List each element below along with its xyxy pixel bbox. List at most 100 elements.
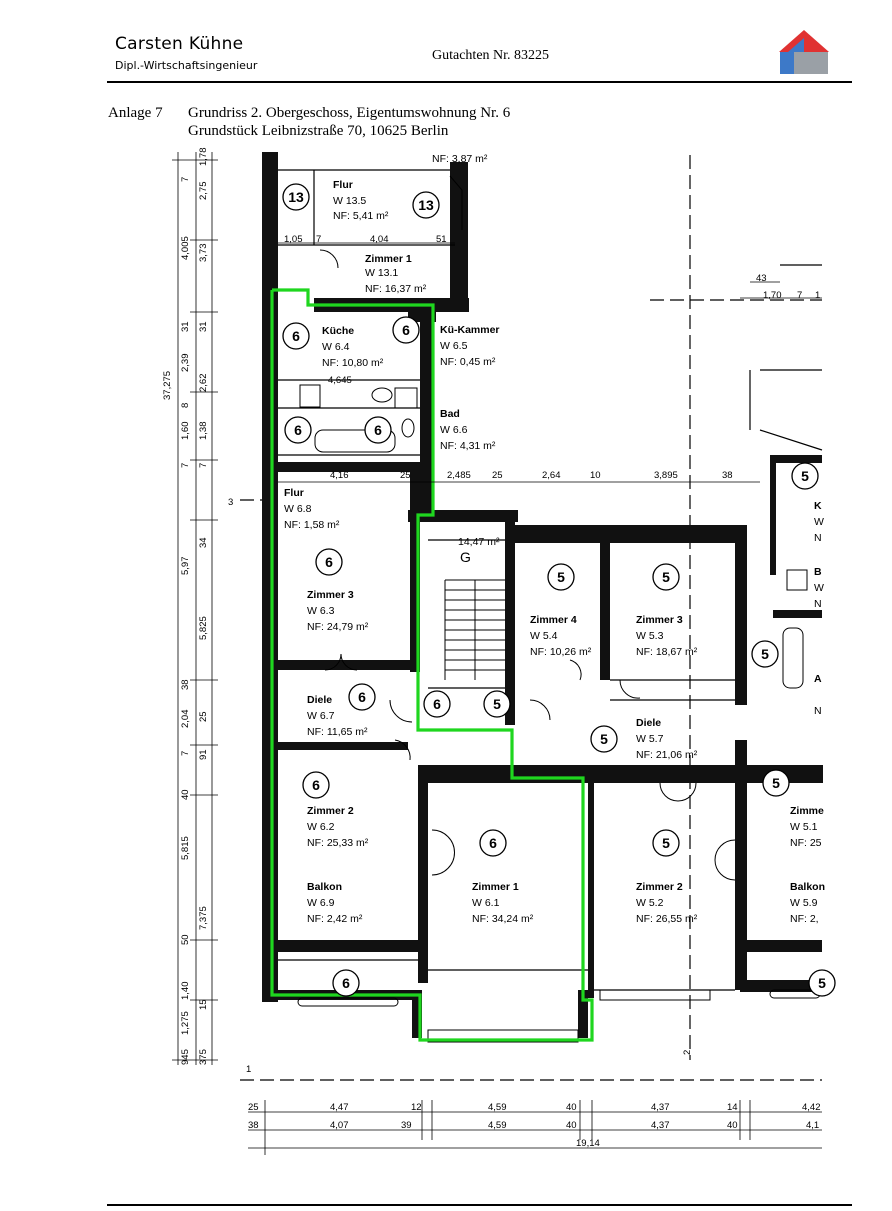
- door-swings: [319, 249, 736, 881]
- room-name: Flur: [284, 487, 304, 499]
- unit-marker: 6: [332, 969, 360, 997]
- room-area: NF: 0,45 m²: [440, 356, 496, 368]
- dimension-value: 4,1: [806, 1120, 819, 1131]
- svg-text:6: 6: [402, 322, 410, 338]
- room-number: W: [814, 582, 824, 594]
- unit-marker: 6: [284, 416, 312, 444]
- room-name: Zimmer 1: [365, 253, 412, 265]
- stair-area: 14,47 m²: [458, 536, 500, 548]
- annex-address: Grundstück Leibnizstraße 70, 10625 Berli…: [188, 123, 449, 139]
- room-area: NF: 25: [790, 837, 822, 849]
- dimension-value: 375: [198, 1049, 209, 1065]
- svg-text:6: 6: [358, 689, 366, 705]
- svg-text:5: 5: [772, 775, 780, 791]
- dimension-value: 1,78: [198, 148, 209, 167]
- unit-marker: 6: [348, 683, 376, 711]
- dimension-value: 3,73: [198, 244, 209, 263]
- dimension-value: 50: [180, 934, 191, 945]
- dimension-value: 5,815: [180, 836, 191, 860]
- walls: [262, 152, 823, 1038]
- house-logo-icon: [779, 30, 829, 74]
- svg-text:6: 6: [374, 422, 382, 438]
- svg-text:6: 6: [342, 975, 350, 991]
- dimension-value: 4,04: [370, 234, 389, 245]
- dimension-value: 2,62: [198, 374, 209, 393]
- room-area: NF: 26,55 m²: [636, 913, 698, 925]
- room-name: A: [814, 673, 822, 685]
- dimension-value: 40: [727, 1120, 738, 1131]
- logo-wall-blue: [780, 52, 794, 74]
- dimension-value: 7: [198, 463, 209, 468]
- room-number: W 13.1: [365, 267, 398, 279]
- unit-marker: 5: [791, 462, 819, 490]
- room-number: W 6.1: [472, 897, 500, 909]
- dimension-value: 7: [180, 751, 191, 756]
- dimension-value: 4,59: [488, 1102, 507, 1113]
- svg-text:5: 5: [818, 975, 826, 991]
- unit-marker: 5: [590, 725, 618, 753]
- sanitary-fixtures: [299, 384, 808, 689]
- unit-marker: 5: [483, 690, 511, 718]
- room-area: NF: 3,87 m²: [432, 153, 488, 165]
- room-number: W 5.4: [530, 630, 558, 642]
- dimension-value: 2,39: [180, 354, 191, 373]
- room-name: Balkon: [790, 881, 825, 893]
- footer-rule: [107, 1204, 852, 1206]
- unit-marker: 6: [423, 690, 451, 718]
- room-name: Zimmer 2: [307, 805, 354, 817]
- annex-title: Grundriss 2. Obergeschoss, Eigentumswohn…: [188, 105, 511, 121]
- dimension-value: 1,05: [284, 234, 303, 245]
- dimension-value: 7,375: [198, 906, 209, 930]
- svg-text:5: 5: [600, 731, 608, 747]
- room-area: N: [814, 532, 822, 544]
- dimension-value: 40: [566, 1120, 577, 1131]
- unit-marker: 13: [282, 183, 310, 211]
- dimension-total: 19,14: [576, 1138, 600, 1149]
- dimension-value: 4,37: [651, 1120, 670, 1131]
- room-number: W 5.9: [790, 897, 818, 909]
- room-area: NF: 10,80 m²: [322, 357, 384, 369]
- room-name: Balkon: [307, 881, 342, 893]
- dimension-value: 1,60: [180, 422, 191, 441]
- room-name: Diele: [636, 717, 661, 729]
- dimension-value: 37,275: [162, 371, 173, 400]
- unit-marker: 5: [808, 969, 836, 997]
- dimension-value: 4,47: [330, 1102, 349, 1113]
- svg-text:6: 6: [292, 328, 300, 344]
- svg-text:5: 5: [662, 835, 670, 851]
- dimension-value: 12: [411, 1102, 422, 1113]
- dimension-value: 1,40: [180, 982, 191, 1001]
- room-area: NF: 21,06 m²: [636, 749, 698, 761]
- dimension-value: 10: [590, 470, 601, 481]
- header-rule: [107, 81, 852, 83]
- room-area: NF: 2,42 m²: [307, 913, 363, 925]
- dimension-value: 31: [180, 321, 191, 332]
- room-name: Zimmer 2: [636, 881, 683, 893]
- dimension-value: 40: [180, 789, 191, 800]
- dimension-value: 3,895: [654, 470, 678, 481]
- room-labels: Flur W 13.5 NF: 5,41 m² Zimmer 1 W 13.1 …: [284, 153, 825, 925]
- room-name: Zimmer 1: [472, 881, 519, 893]
- dimension-value: 2,64: [542, 470, 561, 481]
- dimension-value: 4,42: [802, 1102, 821, 1113]
- unit-marker: 5: [652, 829, 680, 857]
- svg-text:6: 6: [312, 777, 320, 793]
- room-number: W 6.8: [284, 503, 312, 515]
- unit-marker: 6: [364, 416, 392, 444]
- dimension-value: 7: [180, 463, 191, 468]
- author-name: Carsten Kühne: [115, 34, 244, 54]
- room-area: NF: 2,: [790, 913, 819, 925]
- dimension-value: 39: [401, 1120, 412, 1131]
- dimension-value: 1,38: [198, 422, 209, 441]
- room-area: NF: 1,58 m²: [284, 519, 340, 531]
- dimension-value: 25: [198, 711, 209, 722]
- dimension-value: 43: [756, 273, 767, 284]
- room-name: Kü-Kammer: [440, 324, 500, 336]
- room-area: NF: 25,33 m²: [307, 837, 369, 849]
- room-number: W 5.2: [636, 897, 664, 909]
- room-name: B: [814, 566, 822, 578]
- dimension-value: 4,645: [328, 375, 352, 386]
- svg-text:6: 6: [433, 696, 441, 712]
- room-area: NF: 5,41 m²: [333, 210, 389, 222]
